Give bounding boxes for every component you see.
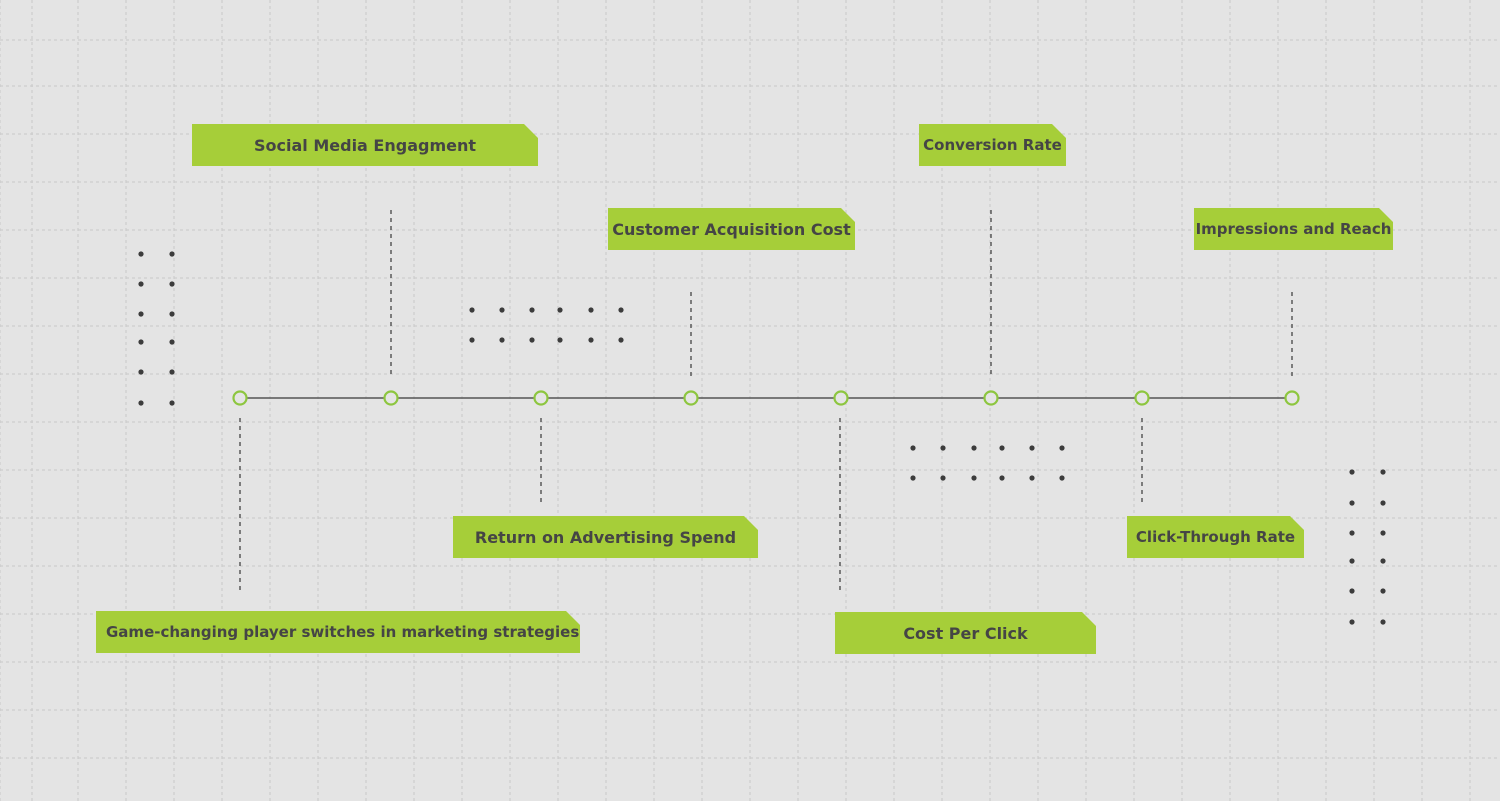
dot-cluster-top-middle — [469, 307, 624, 343]
timeline-node-1 — [232, 390, 248, 406]
timeline-node-3 — [533, 390, 549, 406]
decorative-dot — [940, 445, 946, 451]
decorative-dot — [971, 445, 977, 451]
dot-cluster-right — [1349, 469, 1386, 625]
label-text: Social Media Engagment — [254, 135, 476, 155]
decorative-dot — [469, 337, 475, 343]
decorative-dot — [169, 339, 175, 345]
timeline-node-2 — [383, 390, 399, 406]
timeline-node-4 — [683, 390, 699, 406]
decorative-dot — [138, 281, 144, 287]
label-text: Game-changing player switches in marketi… — [106, 623, 580, 641]
timeline-node-8 — [1284, 390, 1300, 406]
decorative-dot — [1349, 469, 1355, 475]
timeline-node-5 — [833, 390, 849, 406]
decorative-dot — [1380, 619, 1386, 625]
decorative-dot — [169, 369, 175, 375]
label-customer-acquisition-cost: Customer Acquisition Cost — [608, 208, 855, 250]
label-game-changing: Game-changing player switches in marketi… — [96, 611, 580, 653]
decorative-dot — [999, 475, 1005, 481]
decorative-dot — [1029, 445, 1035, 451]
decorative-dot — [1059, 445, 1065, 451]
label-text: Conversion Rate — [923, 136, 1062, 154]
label-text: Click-Through Rate — [1135, 528, 1296, 546]
decorative-dot — [618, 337, 624, 343]
decorative-dot — [138, 369, 144, 375]
decorative-dot — [138, 311, 144, 317]
label-text: Impressions and Reach — [1195, 220, 1392, 238]
label-conversion-rate: Conversion Rate — [919, 124, 1066, 166]
decorative-dot — [499, 307, 505, 313]
decorative-dot — [1380, 588, 1386, 594]
decorative-dot — [169, 400, 175, 406]
decorative-dot — [469, 307, 475, 313]
decorative-dot — [618, 307, 624, 313]
timeline-node-6 — [983, 390, 999, 406]
decorative-dot — [557, 307, 563, 313]
timeline-node-7 — [1134, 390, 1150, 406]
decorative-dot — [999, 445, 1005, 451]
decorative-dot — [138, 251, 144, 257]
decorative-dot — [169, 311, 175, 317]
label-return-on-advertising-spend: Return on Advertising Spend — [453, 516, 758, 558]
label-social-media-engagement: Social Media Engagment — [192, 124, 538, 166]
decorative-dot — [1380, 558, 1386, 564]
decorative-dot — [1349, 619, 1355, 625]
decorative-dot — [1380, 530, 1386, 536]
label-text: Return on Advertising Spend — [474, 527, 737, 547]
decorative-dot — [1380, 469, 1386, 475]
decorative-dot — [529, 307, 535, 313]
decorative-dot — [1029, 475, 1035, 481]
decorative-dot — [910, 445, 916, 451]
label-cost-per-click: Cost Per Click — [835, 612, 1096, 654]
label-text: Cost Per Click — [903, 623, 1028, 643]
decorative-dot — [169, 281, 175, 287]
decorative-dot — [940, 475, 946, 481]
label-text: Customer Acquisition Cost — [612, 219, 851, 239]
decorative-dot — [138, 339, 144, 345]
decorative-dot — [557, 337, 563, 343]
decorative-dot — [529, 337, 535, 343]
decorative-dot — [910, 475, 916, 481]
decorative-dot — [1349, 558, 1355, 564]
decorative-dot — [169, 251, 175, 257]
dot-cluster-bottom-middle — [910, 445, 1065, 481]
decorative-dot — [1349, 500, 1355, 506]
decorative-dot — [588, 337, 594, 343]
decorative-dot — [499, 337, 505, 343]
decorative-dot — [1380, 500, 1386, 506]
decorative-dot — [588, 307, 594, 313]
decorative-dot — [971, 475, 977, 481]
label-impressions-and-reach: Impressions and Reach — [1194, 208, 1393, 250]
decorative-dot — [1059, 475, 1065, 481]
dot-cluster-left — [138, 251, 175, 406]
decorative-dot — [138, 400, 144, 406]
decorative-dot — [1349, 530, 1355, 536]
label-click-through-rate: Click-Through Rate — [1127, 516, 1304, 558]
decorative-dot — [1349, 588, 1355, 594]
